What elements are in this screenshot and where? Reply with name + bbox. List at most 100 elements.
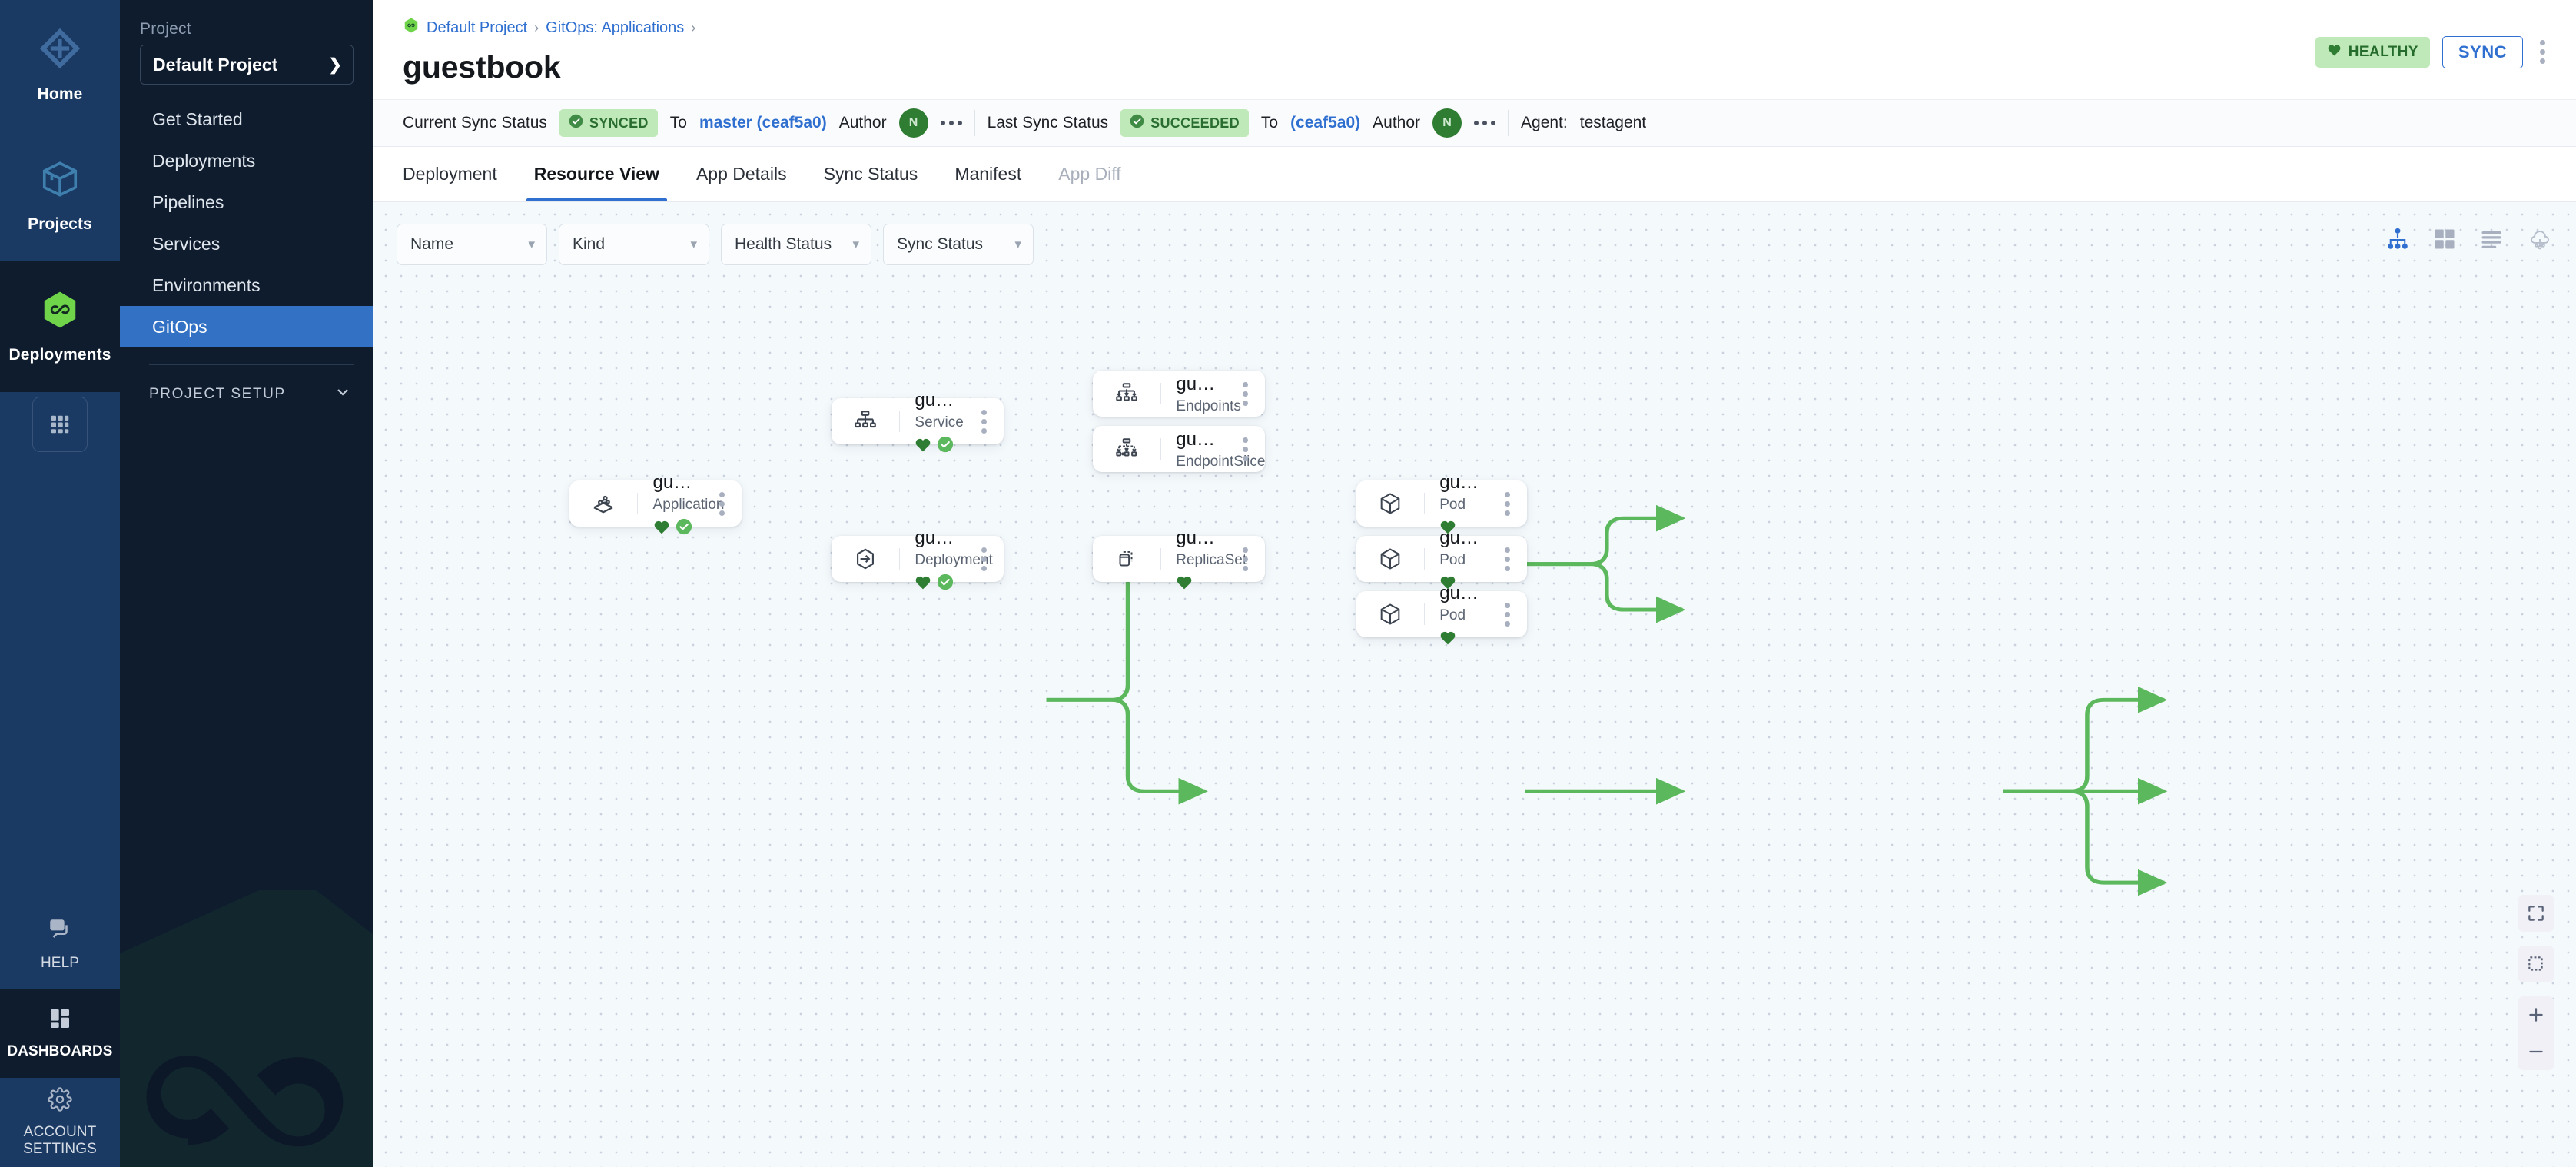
- node-status: [1439, 573, 1482, 591]
- graph-node-pod-1[interactable]: guestbook-ui-5b64f6959… Pod: [1356, 472, 1527, 534]
- zoom-out-icon[interactable]: [2518, 1033, 2554, 1070]
- node-kind: EndpointSlice: [1176, 453, 1266, 470]
- status-badge-healthy: HEALTHY: [2315, 36, 2430, 68]
- node-body: guestbook-ui-5b64f6959… Pod: [1424, 471, 1487, 536]
- edge-replicaset-to-pod1: [2003, 686, 2168, 793]
- node-name: guestbook-ui-5b64f69597: [1176, 527, 1220, 548]
- chevron-down-icon-health: ▾: [852, 237, 859, 251]
- graph-node-deployment[interactable]: guestbook-ui Deployment: [832, 527, 1004, 590]
- node-kebab-menu-icon[interactable]: [1487, 547, 1527, 571]
- node-kebab-menu-icon[interactable]: [1487, 602, 1527, 627]
- view-mode-switcher: [2385, 227, 2553, 251]
- last-sync-revision[interactable]: (ceaf5a0): [1290, 114, 1361, 131]
- check-circle-icon: [938, 574, 954, 590]
- rail-item-deployments-label: Deployments: [8, 345, 111, 364]
- fit-to-screen-icon[interactable]: [2518, 895, 2554, 932]
- rail-item-home-label: Home: [37, 85, 83, 103]
- resource-graph: guestbook Application: [373, 202, 2576, 1167]
- page-header: Default Project › GitOps: Applications ›…: [373, 0, 2576, 85]
- primary-nav-rail: Home Projects Deployments: [0, 0, 120, 1167]
- breadcrumb-item-gitops-applications[interactable]: GitOps: Applications: [546, 18, 685, 36]
- kebab-menu-icon[interactable]: [2535, 34, 2550, 70]
- node-status: [1439, 628, 1482, 647]
- filter-name[interactable]: Name ▾: [397, 224, 547, 265]
- current-sync-revision[interactable]: master (ceaf5a0): [699, 114, 827, 131]
- sidebar-item-gitops[interactable]: GitOps: [120, 306, 373, 347]
- current-sync-to-label: To: [669, 114, 687, 131]
- filter-health-status-label: Health Status: [735, 235, 832, 253]
- tree-view-icon[interactable]: [2385, 227, 2410, 251]
- sync-button[interactable]: SYNC: [2442, 35, 2523, 68]
- last-author-more-icon[interactable]: [1474, 121, 1496, 125]
- project-selector-name: Default Project: [153, 54, 278, 75]
- filter-kind[interactable]: Kind ▾: [559, 224, 709, 265]
- tab-deployment[interactable]: Deployment: [403, 164, 497, 184]
- breadcrumb-item-default-project[interactable]: Default Project: [427, 18, 528, 36]
- application-icon: [569, 490, 637, 517]
- tab-sync-status[interactable]: Sync Status: [823, 164, 918, 184]
- node-kebab-menu-icon[interactable]: [964, 409, 1004, 434]
- sidebar-item-services[interactable]: Services: [120, 223, 373, 264]
- node-kebab-menu-icon[interactable]: [964, 547, 1004, 571]
- tab-app-details[interactable]: App Details: [695, 164, 787, 184]
- rail-item-help[interactable]: ? HELP: [0, 899, 120, 989]
- node-kind: Deployment: [915, 552, 993, 568]
- edge-service-to-endpointslice: [1525, 562, 1686, 623]
- node-body: guestbook-ui Endpoints: [1160, 373, 1241, 415]
- tab-resource-view[interactable]: Resource View: [516, 147, 678, 201]
- sidebar-project-setup[interactable]: PROJECT SETUP: [120, 376, 373, 413]
- node-kebab-menu-icon[interactable]: [1225, 381, 1265, 406]
- tab-manifest[interactable]: Manifest: [954, 164, 1022, 184]
- node-kebab-menu-icon[interactable]: [1225, 437, 1265, 461]
- zoom-stack: [2518, 996, 2554, 1070]
- sidebar-item-deployments[interactable]: Deployments: [120, 140, 373, 181]
- heart-icon: [1177, 576, 1192, 590]
- rail-item-help-label: HELP: [40, 955, 80, 972]
- sidebar-item-environments[interactable]: Environments: [120, 264, 373, 306]
- graph-node-replicaset[interactable]: guestbook-ui-5b64f69597 ReplicaSet: [1093, 527, 1265, 590]
- header-actions: HEALTHY SYNC: [2315, 34, 2550, 70]
- rail-item-account-settings[interactable]: ACCOUNT SETTINGS: [0, 1078, 120, 1167]
- sidebar-watermark-logo: [120, 890, 373, 1167]
- node-kebab-menu-icon[interactable]: [702, 491, 742, 516]
- node-name: guestbook-ui: [915, 527, 959, 548]
- graph-node-endpointslice[interactable]: guestbook-ui-ncpmr EndpointSlice: [1093, 426, 1265, 472]
- project-selector[interactable]: Default Project ❯: [140, 45, 354, 85]
- edge-app-to-deployment: [1046, 697, 1208, 805]
- node-kind: Application: [652, 497, 725, 513]
- list-view-icon[interactable]: [2479, 228, 2504, 251]
- network-cloud-view-icon[interactable]: [2527, 228, 2553, 251]
- last-author-label: Author: [1373, 114, 1421, 131]
- heart-icon: [916, 438, 931, 452]
- graph-node-service[interactable]: guestbook-ui Service: [832, 390, 1004, 453]
- tab-bar: Deployment Resource View App Details Syn…: [373, 147, 2576, 202]
- last-sync-status-label: Last Sync Status: [987, 114, 1109, 131]
- service-icon: [832, 408, 899, 434]
- rail-item-deployments[interactable]: Deployments: [0, 261, 120, 392]
- graph-node-pod-3[interactable]: guestbook-ui-5b64f6959… Pod: [1356, 583, 1527, 645]
- zoom-in-icon[interactable]: [2518, 996, 2554, 1033]
- graph-node-application[interactable]: guestbook Application: [569, 472, 742, 535]
- rail-item-dashboards[interactable]: DASHBOARDS: [0, 989, 120, 1078]
- rail-item-projects[interactable]: Projects: [0, 131, 120, 261]
- chevron-down-icon-name: ▾: [528, 237, 535, 251]
- current-author-more-icon[interactable]: [940, 121, 962, 125]
- heart-icon: [1440, 631, 1456, 645]
- select-region-icon[interactable]: [2518, 946, 2554, 982]
- sidebar-item-pipelines-label: Pipelines: [152, 191, 224, 212]
- grid-view-icon[interactable]: [2433, 228, 2456, 251]
- graph-node-endpoints[interactable]: guestbook-ui Endpoints: [1093, 371, 1265, 417]
- node-kebab-menu-icon[interactable]: [1225, 547, 1265, 571]
- rail-item-home[interactable]: Home: [0, 0, 120, 131]
- resource-graph-canvas[interactable]: Name ▾ Kind ▾ Health Status ▾ Sync Statu…: [373, 202, 2576, 1167]
- sidebar-item-pipelines[interactable]: Pipelines: [120, 181, 373, 223]
- node-kebab-menu-icon[interactable]: [1487, 491, 1527, 516]
- graph-node-pod-2[interactable]: guestbook-ui-5b64f6959… Pod: [1356, 527, 1527, 590]
- sidebar-item-environments-label: Environments: [152, 274, 261, 295]
- sidebar-item-get-started[interactable]: Get Started: [120, 98, 373, 140]
- filter-health-status[interactable]: Health Status ▾: [721, 224, 871, 265]
- app-grid-icon[interactable]: [32, 397, 88, 452]
- filter-sync-status[interactable]: Sync Status ▾: [883, 224, 1034, 265]
- filter-name-label: Name: [410, 235, 454, 253]
